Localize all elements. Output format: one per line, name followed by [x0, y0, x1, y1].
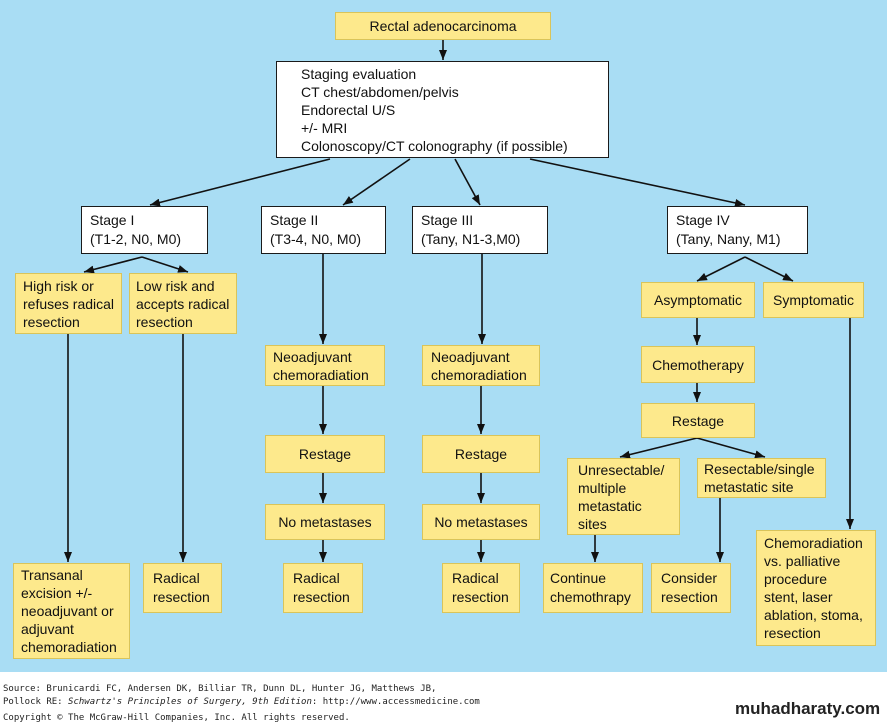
node-label: Stage III (Tany, N1-3,M0)	[421, 212, 521, 247]
arrow-staging-to-stage4	[529, 158, 746, 207]
node-stage-3: Stage III (Tany, N1-3,M0)	[412, 206, 548, 254]
source-line-2: Pollock RE: Schwartz's Principles of Sur…	[3, 697, 480, 708]
node-label: Stage IV (Tany, Nany, M1)	[676, 212, 781, 247]
node-stage-4: Stage IV (Tany, Nany, M1)	[667, 206, 808, 254]
source-book-title: Schwartz's Principles of Surgery, 9th Ed…	[68, 697, 312, 707]
node-stage2-restage: Restage	[265, 435, 385, 473]
node-label: Low risk and accepts radical resection	[136, 277, 230, 330]
source-prefix: Pollock RE:	[3, 697, 69, 707]
node-stage4-continue-chemotherapy: Continue chemothrapy	[543, 563, 643, 613]
node-label: Restage	[298, 446, 352, 462]
diagram-canvas: Rectal adenocarcinoma Staging evaluation…	[0, 0, 887, 672]
node-stage3-radical-resection: Radical resection	[442, 563, 520, 613]
node-label: Symptomatic	[773, 292, 854, 308]
node-stage2-radical-resection: Radical resection	[283, 563, 363, 613]
node-label: No metastases	[278, 514, 372, 530]
node-label: Radical resection	[452, 570, 509, 605]
watermark: muhadharaty.com	[735, 699, 881, 718]
node-rectal-adenocarcinoma: Rectal adenocarcinoma	[335, 12, 551, 40]
arrow-stage4-to-asymptomatic	[696, 256, 746, 282]
arrow-staging-to-stage2	[342, 158, 411, 206]
node-label: Chemoradiation vs. palliative procedure …	[764, 535, 863, 641]
arrow-restage-to-resectable	[696, 437, 766, 459]
source-suffix: : http://www.accessmedicine.com	[311, 697, 480, 707]
node-stage4-consider-resection: Consider resection	[651, 563, 731, 613]
arrow-restage-to-unresectable	[619, 437, 698, 459]
source-line-1: Source: Brunicardi FC, Andersen DK, Bill…	[3, 684, 437, 694]
node-stage3-neoadjuvant: Neoadjuvant chemoradiation	[422, 345, 540, 386]
node-label: Radical resection	[293, 570, 350, 605]
node-label: Neoadjuvant chemoradiation	[273, 348, 369, 383]
arrow-stage1-to-low-risk	[141, 256, 189, 273]
node-label: Rectal adenocarcinoma	[369, 18, 517, 34]
node-stage3-no-metastases: No metastases	[422, 504, 540, 540]
node-stage4-unresectable: Unresectable/ multiple metastatic sites	[567, 458, 680, 535]
arrow-staging-to-stage1	[149, 158, 331, 207]
node-stage4-resectable: Resectable/single metastatic site	[697, 458, 826, 498]
node-label: No metastases	[434, 514, 528, 530]
arrow-staging-to-stage3	[454, 158, 481, 206]
node-stage4-asymptomatic: Asymptomatic	[641, 282, 755, 318]
node-stage3-restage: Restage	[422, 435, 540, 473]
node-stage-2: Stage II (T3-4, N0, M0)	[261, 206, 386, 254]
node-stage4-chemotherapy: Chemotherapy	[641, 346, 755, 383]
node-label: Neoadjuvant chemoradiation	[431, 348, 527, 383]
arrow-stage1-to-high-risk	[83, 256, 143, 274]
node-stage-1: Stage I (T1-2, N0, M0)	[81, 206, 208, 254]
copyright-line: Copyright © The McGraw-Hill Companies, I…	[3, 713, 350, 723]
node-stage1-transanal-excision: Transanal excision +/- neoadjuvant or ad…	[13, 563, 130, 659]
node-stage1-radical-resection: Radical resection	[143, 563, 222, 613]
node-label: Transanal excision +/- neoadjuvant or ad…	[21, 567, 117, 655]
node-label: Resectable/single metastatic site	[704, 461, 815, 495]
node-label: Continue chemothrapy	[550, 570, 631, 605]
node-stage1-low-risk: Low risk and accepts radical resection	[129, 273, 237, 334]
node-label: Restage	[671, 412, 725, 429]
node-label: Stage I (T1-2, N0, M0)	[90, 212, 182, 247]
node-label: Stage II (T3-4, N0, M0)	[270, 212, 362, 247]
node-label: Asymptomatic	[654, 292, 742, 308]
arrow-stage4-to-symptomatic	[744, 256, 794, 282]
node-staging-evaluation: Staging evaluation CT chest/abdomen/pelv…	[276, 61, 609, 158]
node-stage4-symptomatic-treatment: Chemoradiation vs. palliative procedure …	[756, 530, 876, 646]
node-stage4-restage: Restage	[641, 403, 755, 438]
node-label: Unresectable/ multiple metastatic sites	[578, 461, 665, 532]
node-label: Chemotherapy	[652, 356, 744, 373]
node-stage2-neoadjuvant: Neoadjuvant chemoradiation	[265, 345, 385, 386]
node-label: Radical resection	[153, 570, 210, 605]
node-label: Staging evaluation CT chest/abdomen/pelv…	[301, 65, 568, 154]
arrows-layer	[64, 40, 854, 562]
node-stage1-high-risk: High risk or refuses radical resection	[15, 273, 122, 334]
node-stage2-no-metastases: No metastases	[265, 504, 385, 540]
node-label: Consider resection	[661, 570, 718, 605]
node-label: High risk or refuses radical resection	[23, 277, 115, 330]
node-label: Restage	[454, 446, 508, 462]
node-stage4-symptomatic: Symptomatic	[763, 282, 864, 318]
